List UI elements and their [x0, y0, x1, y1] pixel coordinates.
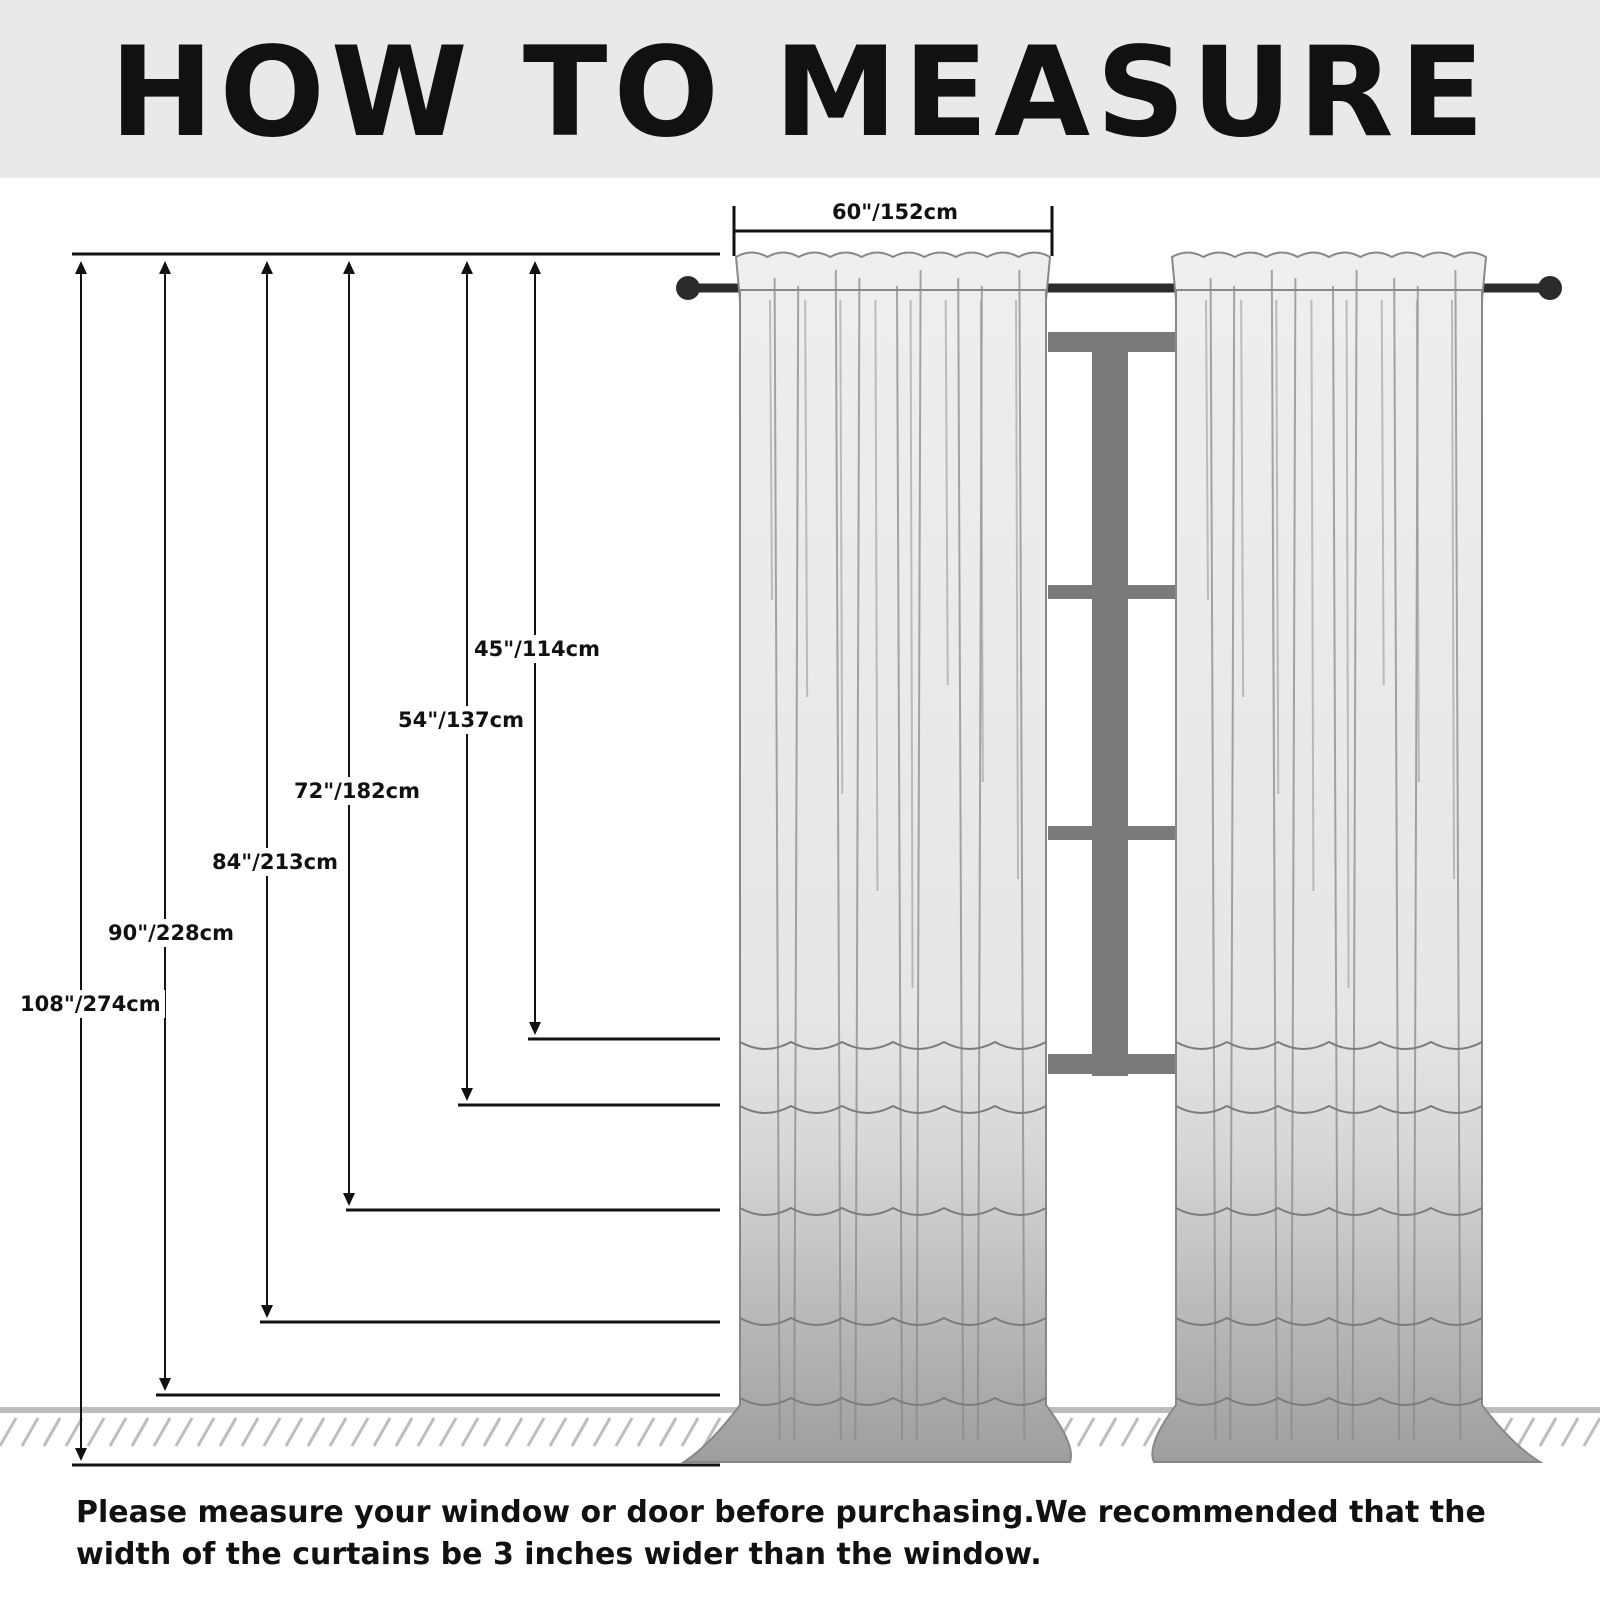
- curtain-tier-seam: [739, 1104, 1047, 1114]
- length-arrows: [72, 261, 720, 1467]
- length-label-45: 45"/114cm: [470, 635, 604, 663]
- curtain-fold: [804, 299, 809, 698]
- length-label-90: 90"/228cm: [104, 919, 238, 947]
- curtain-fold: [1240, 299, 1245, 698]
- width-label: 60"/152cm: [828, 198, 962, 226]
- curtain-fold: [979, 299, 984, 783]
- curtain-tier-seam: [1175, 1206, 1483, 1216]
- curtain-pleat: [773, 277, 781, 1441]
- length-label-84: 84"/213cm: [208, 848, 342, 876]
- curtain-body: [1151, 289, 1544, 1463]
- curtain-fold: [1415, 299, 1420, 783]
- curtain-fold: [1310, 299, 1315, 892]
- curtain-fold: [769, 299, 773, 601]
- arrow-head-down: [461, 1088, 473, 1101]
- curtain-header-ruffle: [734, 251, 1052, 301]
- curtain-pleat: [1209, 277, 1217, 1441]
- curtain-pleat: [1270, 269, 1278, 1441]
- arrow-head-up: [343, 261, 355, 274]
- curtain-fold: [1345, 299, 1350, 989]
- measure-note: Please measure your window or door befor…: [76, 1495, 1486, 1572]
- length-label-54: 54"/137cm: [394, 706, 528, 734]
- arrow-head-down: [159, 1378, 171, 1391]
- curtain-pleat: [896, 285, 903, 1441]
- curtain-fold: [1205, 299, 1209, 601]
- length-arrow-3: [343, 261, 720, 1212]
- curtain-pleat: [957, 277, 965, 1441]
- window-frame: [1048, 332, 1176, 1076]
- arrow-head-up: [75, 261, 87, 274]
- curtain-pleat: [854, 277, 861, 1441]
- arrow-head-down: [343, 1193, 355, 1206]
- arrow-head-down: [75, 1448, 87, 1461]
- curtain-tier-seam: [1175, 1040, 1483, 1050]
- curtain-tier-seam: [1175, 1104, 1483, 1114]
- curtain-pleat: [1332, 285, 1339, 1441]
- arrow-head-down: [261, 1305, 273, 1318]
- curtain-fold: [909, 299, 914, 989]
- length-arrow-0: [72, 261, 720, 1467]
- curtain-pleat: [793, 285, 800, 1441]
- curtain-pleat: [1351, 269, 1358, 1441]
- curtain-fold: [1275, 299, 1280, 795]
- curtain-pleat: [1229, 285, 1236, 1441]
- curtain-fold: [1451, 299, 1455, 880]
- length-arrow-4: [458, 261, 720, 1107]
- length-label-108: 108"/274cm: [16, 990, 165, 1018]
- curtain-pleat: [1454, 269, 1462, 1441]
- arrow-head-up: [159, 261, 171, 274]
- arrow-head-up: [461, 261, 473, 274]
- curtain-panel-right: [1151, 251, 1544, 1463]
- arrow-head-up: [529, 261, 541, 274]
- curtain-pleat: [1290, 277, 1297, 1441]
- curtain-fold: [944, 299, 949, 686]
- curtain-tier-seam: [739, 1316, 1047, 1326]
- curtain-fold: [839, 299, 844, 795]
- curtain-pleat: [1393, 277, 1401, 1441]
- curtain-header-ruffle: [1170, 251, 1488, 301]
- length-label-72: 72"/182cm: [290, 777, 424, 805]
- header-banner: HOW TO MEASURE: [0, 0, 1600, 178]
- curtain-tier-seam: [1175, 1396, 1483, 1406]
- curtain-tier-seam: [739, 1040, 1047, 1050]
- length-arrow-2: [260, 261, 720, 1324]
- arrow-head-up: [261, 261, 273, 274]
- arrow-head-down: [529, 1022, 541, 1035]
- curtain-panel-left: [680, 251, 1072, 1463]
- curtain-pleat: [834, 269, 842, 1441]
- curtain-pleat: [1018, 269, 1026, 1441]
- curtain-fold: [1380, 299, 1385, 686]
- length-arrow-1: [156, 261, 720, 1397]
- measurement-diagram: 60"/152cm 108"/274cm 90"/228cm 84"/213cm…: [0, 178, 1600, 1478]
- width-dimension: [732, 206, 1054, 256]
- curtain-fold: [1015, 299, 1019, 880]
- page-title: HOW TO MEASURE: [109, 21, 1491, 165]
- curtain-tier-seam: [1175, 1316, 1483, 1326]
- curtain-tier-seam: [739, 1206, 1047, 1216]
- curtain-fold: [874, 299, 879, 892]
- diagram-svg: [0, 206, 1600, 1467]
- curtain-pleat: [915, 269, 922, 1441]
- curtain-tier-seam: [739, 1396, 1047, 1406]
